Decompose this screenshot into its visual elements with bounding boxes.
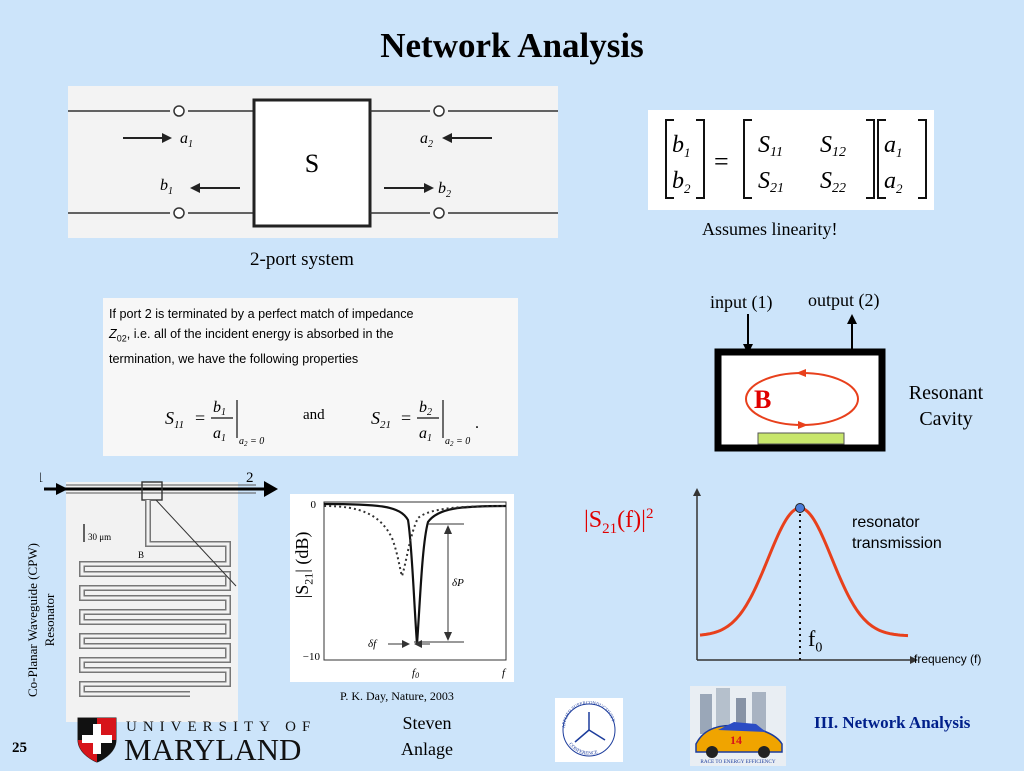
svg-text:a1: a1 bbox=[419, 425, 432, 444]
excerpt-line-1: If port 2 is terminated by a perfect mat… bbox=[109, 307, 414, 321]
author-name: Steven Anlage bbox=[401, 713, 453, 759]
svg-text:S11: S11 bbox=[758, 132, 783, 160]
cpw-port-1: 1 bbox=[40, 470, 44, 486]
s11-condition: a bbox=[239, 436, 244, 447]
entry-s21: S bbox=[758, 168, 770, 194]
asc-bottom-text: CONFERENCE bbox=[567, 742, 598, 757]
svg-text:a2 = 0: a2 = 0 bbox=[239, 436, 264, 448]
delta-f-label: δf bbox=[368, 638, 378, 650]
and-word: and bbox=[303, 407, 325, 423]
svg-text:a1: a1 bbox=[884, 132, 903, 160]
excerpt-line-2: Z02, i.e. all of the incident energy is … bbox=[109, 327, 394, 344]
a2-sub: 2 bbox=[428, 139, 433, 150]
cavity-output-label: output (2) bbox=[808, 290, 880, 310]
dip-plot-ylabel: |S21| (dB) bbox=[292, 531, 316, 599]
cavity-side-label: Resonant Cavity bbox=[908, 382, 984, 430]
ytick-0: 0 bbox=[311, 499, 317, 511]
svg-text:b1: b1 bbox=[160, 177, 173, 197]
svg-text:S21: S21 bbox=[371, 408, 391, 431]
svg-text:S11: S11 bbox=[165, 408, 184, 431]
two-port-caption: 2-port system bbox=[250, 249, 354, 270]
b2-label: b bbox=[438, 180, 446, 197]
cpw-b-label: B bbox=[138, 550, 144, 560]
entry-s11: S bbox=[758, 132, 770, 158]
lhs-b2: b bbox=[672, 168, 684, 194]
s21-condition: a bbox=[445, 436, 450, 447]
s21-dip-plot: δP δf 0 −10 f0 f bbox=[290, 494, 514, 682]
svg-text:=: = bbox=[195, 408, 205, 428]
s11-denominator: a bbox=[213, 425, 221, 442]
entry-s22: S bbox=[820, 168, 832, 194]
resonant-cavity-diagram: B bbox=[700, 286, 900, 456]
s-block-label: S bbox=[305, 149, 319, 178]
svg-text:S22: S22 bbox=[820, 168, 846, 196]
delta-p-label: δP bbox=[452, 577, 464, 589]
excerpt-line-3: termination, we have the following prope… bbox=[109, 351, 359, 366]
s21-symbol: S bbox=[371, 408, 380, 428]
cavity-input-label: input (1) bbox=[710, 292, 773, 312]
svg-text:f0: f0 bbox=[412, 667, 419, 680]
rhs-a2: a bbox=[884, 168, 896, 194]
s11-symbol: S bbox=[165, 408, 174, 428]
entry-s12: S bbox=[820, 132, 832, 158]
umd-logo: UNIVERSITY OF MARYLAND bbox=[74, 714, 328, 767]
s21-numerator: b bbox=[419, 399, 427, 416]
ytick-minus10: −10 bbox=[303, 651, 321, 663]
svg-text:a1: a1 bbox=[180, 130, 193, 150]
a2-label: a bbox=[420, 130, 428, 147]
svg-text:a2: a2 bbox=[884, 168, 903, 196]
svg-text:a2: a2 bbox=[420, 130, 433, 150]
svg-text:S21: S21 bbox=[758, 168, 784, 196]
umd-wordmark-top: UNIVERSITY OF bbox=[126, 719, 316, 735]
resonator-transmission-label: resonator transmission bbox=[852, 514, 942, 552]
svg-text:a1: a1 bbox=[213, 425, 226, 444]
frequency-axis-label: frequency (f) bbox=[914, 652, 982, 666]
svg-text:b1: b1 bbox=[672, 132, 691, 160]
cpw-resonator-image: 30 μm B 1 2 bbox=[36, 466, 290, 722]
race-logo: 14 RACE TO ENERGY EFFICIENCY bbox=[690, 686, 786, 766]
resonance-f0-label: f0 bbox=[808, 626, 823, 656]
svg-text:S12: S12 bbox=[820, 132, 846, 160]
b1-label: b bbox=[160, 177, 168, 194]
matched-termination-excerpt: If port 2 is terminated by a perfect mat… bbox=[103, 298, 518, 456]
dip-f0-label: f bbox=[412, 667, 417, 679]
equals-sign: = bbox=[714, 147, 729, 176]
svg-text:b2: b2 bbox=[419, 399, 432, 418]
footer-section-title: III. Network Analysis bbox=[814, 713, 971, 732]
s11-numerator: b bbox=[213, 399, 221, 416]
lhs-b1: b bbox=[672, 132, 684, 158]
s21-denominator: a bbox=[419, 425, 427, 442]
umd-wordmark-bottom: MARYLAND bbox=[124, 732, 301, 764]
svg-text:b2: b2 bbox=[438, 180, 451, 200]
race-logo-text: RACE TO ENERGY EFFICIENCY bbox=[700, 759, 776, 765]
umd-shield-icon bbox=[77, 717, 117, 763]
resonance-curve-plot bbox=[680, 480, 920, 666]
svg-text:=: = bbox=[401, 408, 411, 428]
b2-sub: 2 bbox=[446, 189, 451, 200]
svg-text:CONFERENCE: CONFERENCE bbox=[567, 742, 598, 757]
slide-title: Network Analysis bbox=[380, 26, 644, 65]
rhs-a1: a bbox=[884, 132, 896, 158]
svg-text:b2: b2 bbox=[672, 168, 691, 196]
svg-text:a2 = 0: a2 = 0 bbox=[445, 436, 470, 448]
two-port-diagram: S a1 b1 a2 b2 bbox=[68, 86, 558, 238]
race-car-number: 14 bbox=[730, 733, 742, 747]
a1-sub: 1 bbox=[188, 139, 193, 150]
svg-text:.: . bbox=[475, 415, 479, 432]
scale-bar-label: 30 μm bbox=[88, 532, 111, 542]
page-number: 25 bbox=[12, 740, 27, 756]
b1-sub: 1 bbox=[168, 186, 173, 197]
resonance-ylabel: |S21(f)|2 bbox=[584, 506, 654, 537]
dip-plot-citation: P. K. Day, Nature, 2003 bbox=[340, 689, 454, 703]
cavity-field-label: B bbox=[754, 385, 771, 414]
a1-label: a bbox=[180, 130, 188, 147]
s-matrix-equation: b1 b2 = S11 S12 S21 S22 a1 a2 bbox=[648, 110, 934, 210]
svg-text:b1: b1 bbox=[213, 399, 226, 418]
asc-logo: APPLIED SUPERCONDUCTIVITY CONFERENCE bbox=[555, 698, 623, 762]
linearity-caption: Assumes linearity! bbox=[702, 219, 838, 239]
cpw-port-2: 2 bbox=[246, 470, 254, 486]
dip-f-label: f bbox=[502, 667, 507, 679]
